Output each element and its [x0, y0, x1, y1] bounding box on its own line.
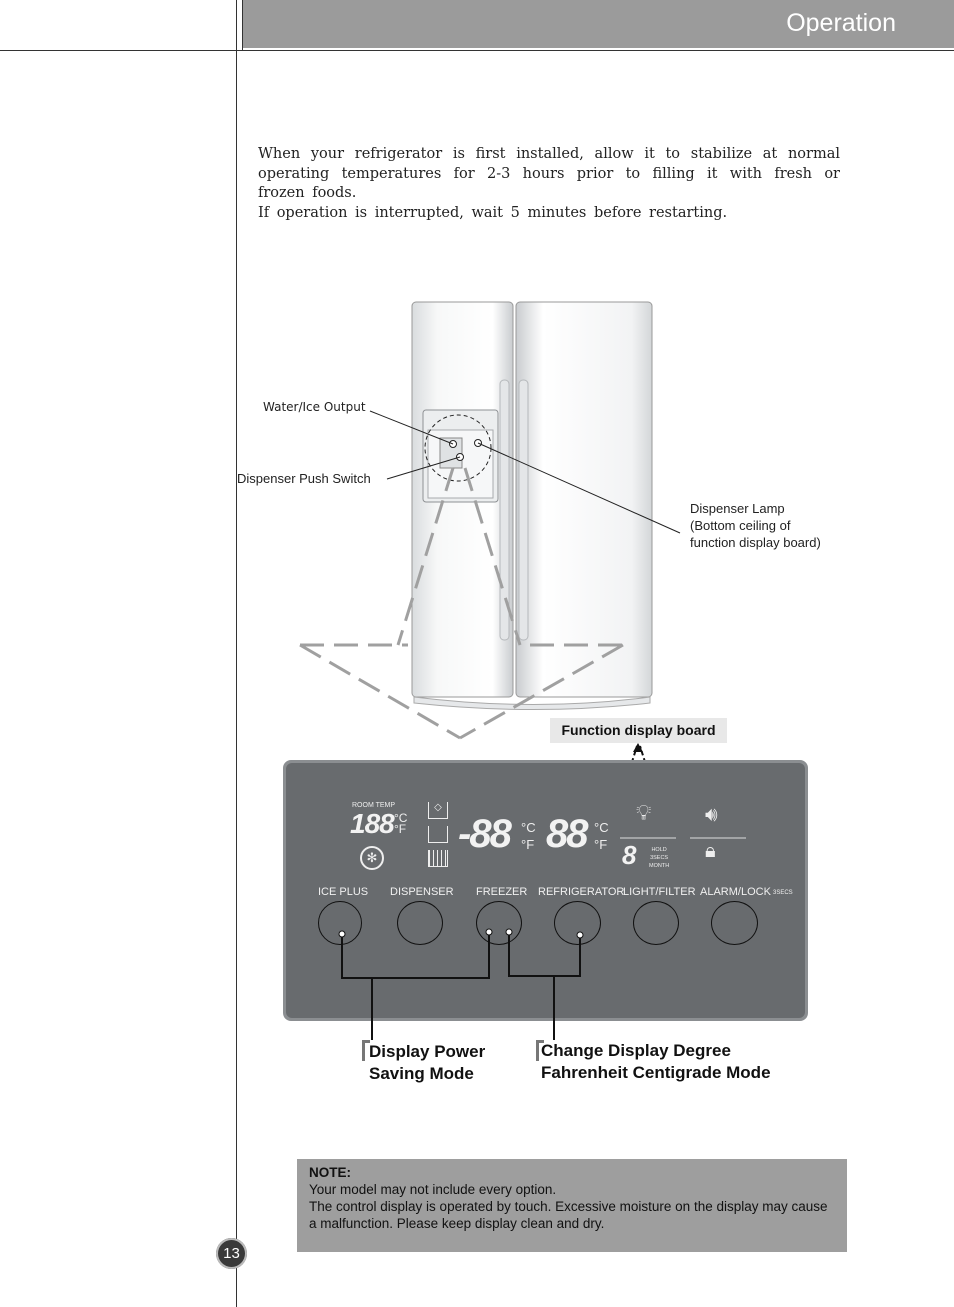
header-bar: [243, 0, 954, 48]
dispenser-lamp-line-1: Dispenser Lamp: [690, 501, 785, 516]
room-unit-f: °F: [394, 822, 407, 836]
alarm-lock-label: ALARM/LOCK: [700, 886, 771, 898]
degree-mode-line-2: Fahrenheit Centigrade Mode: [541, 1063, 771, 1082]
degree-mode-marker: [536, 1040, 544, 1061]
dispenser-lamp-line-3: function display board): [690, 535, 821, 550]
ice-cubes-icon: ◇: [428, 802, 448, 819]
note-line-2: The control display is operated by touch…: [309, 1199, 828, 1231]
page-title: Operation: [786, 9, 896, 37]
light-filter-label: LIGHT/FILTER: [623, 886, 696, 898]
alarm-lock-suffix: 3SECS: [773, 890, 793, 896]
power-saving-marker: [362, 1040, 370, 1061]
freezer-unit-c: °C: [521, 820, 536, 835]
degree-mode-line-1: Change Display Degree: [541, 1041, 731, 1060]
three-secs-text: 3SECS: [650, 855, 669, 861]
dispenser-label: DISPENSER: [390, 886, 454, 898]
freezer-button[interactable]: [476, 901, 522, 945]
note-box: NOTE: Your model may not include every o…: [297, 1159, 847, 1252]
ice-plus-icon: ✻: [360, 846, 384, 870]
fridge-unit-f: °F: [594, 837, 608, 852]
dispenser-push-switch-label: Dispenser Push Switch: [237, 471, 371, 486]
power-saving-line-1: Display Power: [369, 1042, 486, 1061]
refrigerator-temp-readout: 88: [546, 812, 588, 856]
function-display-board: [283, 760, 808, 1040]
degree-mode-legend: Change Display Degree Fahrenheit Centigr…: [541, 1040, 771, 1084]
lock-icon: 🔒︎: [705, 840, 716, 862]
water-ice-output-label: Water/Ice Output: [263, 400, 366, 414]
refrigerator-label: REFRIGERATOR: [538, 886, 625, 898]
note-heading: NOTE:: [309, 1165, 351, 1180]
hold-text: HOLD: [651, 847, 667, 853]
fridge-unit-c: °C: [594, 820, 609, 835]
projection-lines: [299, 467, 624, 740]
ice-plus-label: ICE PLUS: [318, 886, 369, 898]
room-unit-c: °C: [394, 811, 408, 825]
dispenser-button[interactable]: [397, 901, 443, 945]
intro-paragraph-1: When your refrigerator is first installe…: [258, 146, 840, 201]
dispenser-lamp-label: Dispenser Lamp (Bottom ceiling of functi…: [690, 500, 821, 551]
power-saving-legend: Display Power Saving Mode: [369, 1041, 485, 1085]
speaker-icon: 🔊︎: [705, 804, 718, 826]
refrigerator-button[interactable]: [554, 901, 601, 945]
freezer-unit-f: °F: [521, 837, 535, 852]
filter-hold-text: HOLD 3SECS MONTH: [649, 846, 669, 870]
intro-text: When your refrigerator is first installe…: [258, 145, 840, 223]
horizontal-rule: [0, 50, 954, 51]
power-saving-line-2: Saving Mode: [369, 1064, 474, 1083]
water-cup-icon: [428, 826, 448, 843]
freezer-temp-readout: -88: [458, 812, 512, 856]
crushed-ice-icon: [428, 850, 448, 867]
room-temp-label: ROOM TEMP: [352, 802, 396, 809]
freezer-label: FREEZER: [476, 886, 528, 898]
intro-paragraph-2: If operation is interrupted, wait 5 minu…: [258, 204, 728, 221]
room-temp-readout: 188: [350, 808, 395, 839]
header-divider: [242, 0, 243, 50]
margin-rule: [236, 0, 237, 1307]
note-line-1: Your model may not include every option.: [309, 1182, 557, 1197]
month-text: MONTH: [649, 863, 670, 869]
page-number: 13: [216, 1238, 247, 1269]
light-bulb-icon: 💡︎: [636, 800, 652, 825]
dispenser-lamp-line-2: (Bottom ceiling of: [690, 518, 791, 533]
function-display-board-label: Function display board: [550, 718, 727, 743]
alarm-lock-button[interactable]: [711, 901, 758, 945]
ice-plus-button[interactable]: [318, 901, 362, 945]
filter-months-readout: 8: [622, 840, 637, 870]
light-filter-button[interactable]: [633, 901, 679, 945]
